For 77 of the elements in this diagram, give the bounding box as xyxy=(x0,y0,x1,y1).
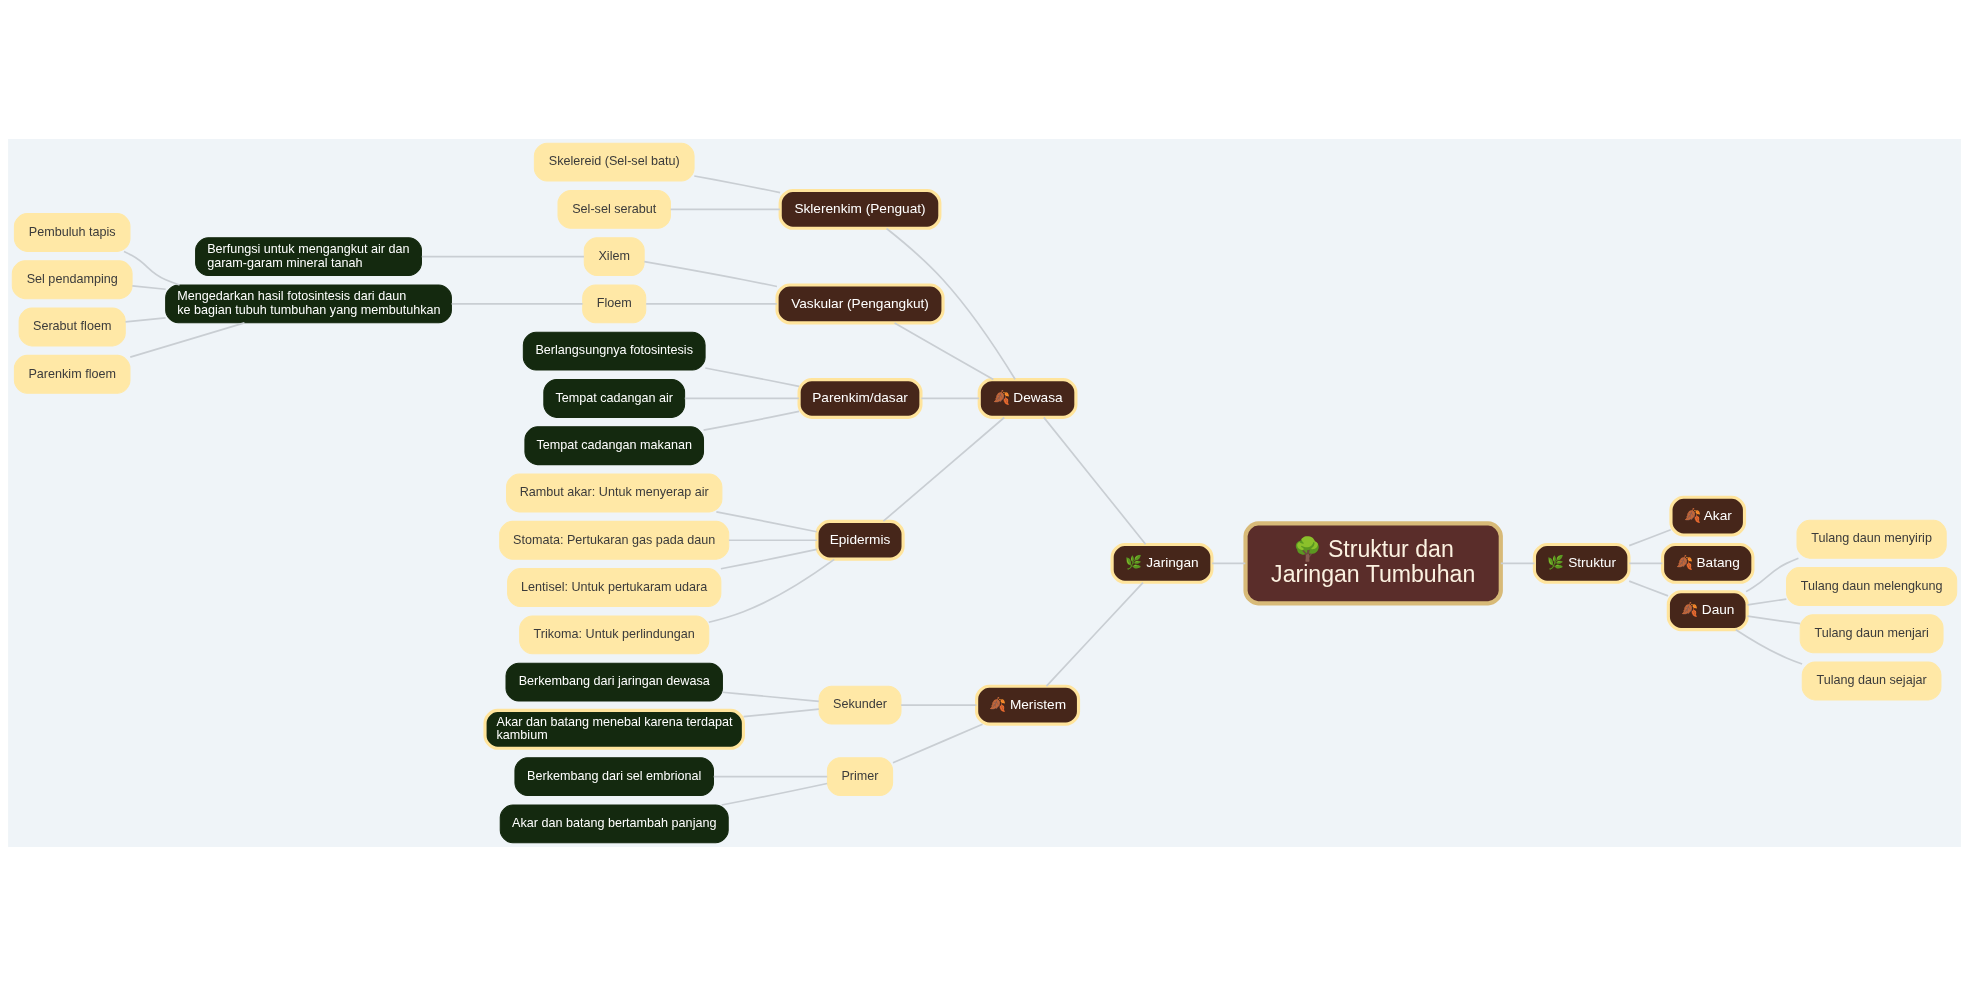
node-box: Sklerenkim (Penguat) xyxy=(778,188,942,230)
node-box: Tulang daun sejajar xyxy=(1801,661,1942,701)
connector xyxy=(693,175,781,194)
node-box: Sel pendamping xyxy=(11,260,133,300)
connector xyxy=(1746,615,1801,625)
node-box: Berkembang dari sel embrional xyxy=(514,757,714,797)
node-box: Parenkim floem xyxy=(13,354,131,394)
node-box: Trikoma: Untuk perlindungan xyxy=(519,615,710,655)
node-box: Stomata: Pertukaran gas pada daun xyxy=(499,520,730,560)
node-box: Tempat cadangan makanan xyxy=(524,426,705,466)
connector xyxy=(1628,580,1669,597)
connector xyxy=(420,255,585,258)
connector xyxy=(124,317,167,323)
connector xyxy=(131,285,167,291)
node-box: Parenkim/dasar xyxy=(797,377,923,419)
connector xyxy=(720,548,818,570)
connector xyxy=(721,691,820,703)
node-box: Pembuluh tapis xyxy=(13,213,131,252)
connector xyxy=(643,260,778,288)
node-box: 🍂 Dewasa xyxy=(977,377,1078,419)
node-box: Berlangsungnya fotosintesis xyxy=(522,331,706,371)
node-box: 🌿 Jaringan xyxy=(1110,542,1214,584)
node-box: Akar dan batang bertambah panjang xyxy=(499,804,729,844)
node-box: 🌳 Struktur dan Jaringan Tumbuhan xyxy=(1243,521,1503,606)
node-box: Epidermis xyxy=(815,519,905,561)
connector xyxy=(707,558,836,624)
node-box: Floem xyxy=(582,284,647,324)
node-box: 🍂 Batang xyxy=(1661,542,1755,584)
node-box: 🍂 Akar xyxy=(1669,495,1747,537)
node-box: Sel-sel serabut xyxy=(557,189,671,229)
connector xyxy=(702,410,800,431)
node-box: Xilem xyxy=(583,237,645,277)
connector xyxy=(1628,528,1672,547)
node-box: Tulang daun melengkung xyxy=(1786,567,1958,606)
node-box: Berfungsi untuk mengangkut air dan garam-garam mineral tanah xyxy=(195,237,422,277)
connector xyxy=(742,708,820,718)
node-box: Vaskular (Pengangkut) xyxy=(775,283,945,325)
connector xyxy=(645,303,778,305)
node-box: Primer xyxy=(826,757,894,797)
connector xyxy=(885,227,1016,381)
node-box: Rambut akar: Untuk menyerap air xyxy=(506,473,723,513)
node-box: 🌿 Struktur xyxy=(1532,542,1631,584)
connector xyxy=(450,303,584,305)
node-box: Skelereid (Sel-sel batu) xyxy=(533,142,695,182)
connector xyxy=(669,208,781,211)
connector xyxy=(892,723,984,764)
connector xyxy=(893,322,995,381)
connector xyxy=(704,367,800,388)
connector xyxy=(129,322,246,358)
connector xyxy=(1746,598,1788,606)
connector xyxy=(1745,557,1800,593)
node-box: 🍂 Daun xyxy=(1666,590,1749,632)
connector xyxy=(882,416,1006,522)
node-box: Berkembang dari jaringan dewasa xyxy=(505,662,723,702)
connector xyxy=(1042,416,1147,545)
connector xyxy=(720,782,828,806)
connector xyxy=(712,775,829,778)
node-box: Tulang daun menjari xyxy=(1799,614,1944,654)
node-box: Tempat cadangan air xyxy=(543,379,686,418)
connector xyxy=(1500,562,1536,565)
connector xyxy=(900,704,978,707)
node-box: Tulang daun menyirip xyxy=(1796,519,1947,559)
connector xyxy=(1628,562,1664,565)
node-box: Serabut floem xyxy=(18,307,126,347)
node-box: Akar dan batang menebal karena terdapat kambium xyxy=(483,708,745,750)
connector xyxy=(715,511,818,533)
connector xyxy=(1211,562,1247,565)
node-box: Mengedarkan hasil fotosintesis dari daun ke bagian tubuh tumbuhan yang membutuhkan xyxy=(165,284,452,324)
node-box: Sekunder xyxy=(818,685,902,725)
node-box: Lentisel: Untuk pertukaram udara xyxy=(507,568,722,607)
connector xyxy=(123,250,181,286)
connector xyxy=(920,397,980,400)
connector xyxy=(683,397,800,400)
connector xyxy=(1735,628,1803,665)
connector xyxy=(1045,581,1144,687)
node-box: 🍂 Meristem xyxy=(975,684,1081,726)
connector xyxy=(728,539,818,542)
